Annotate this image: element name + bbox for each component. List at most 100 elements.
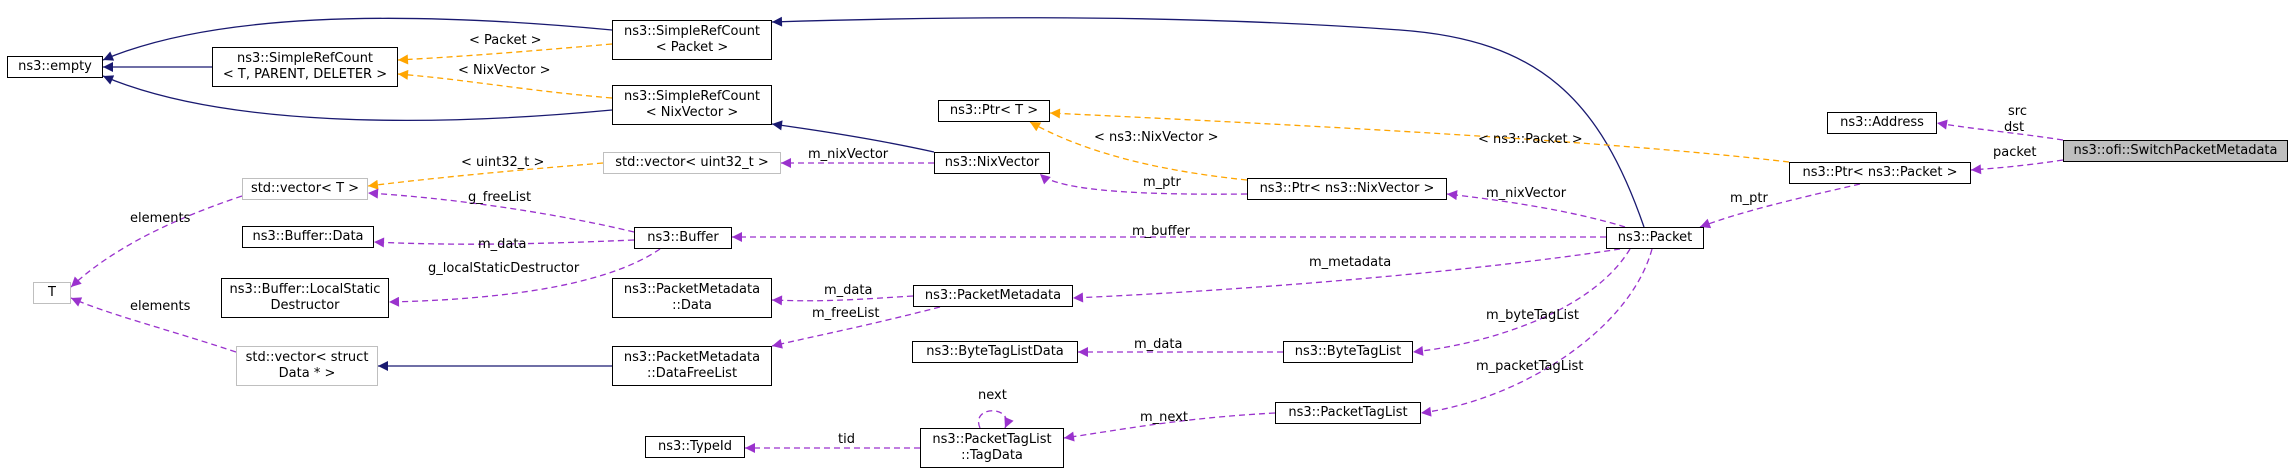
edge-label-e14-0: packet bbox=[1993, 145, 2037, 160]
edge-label-e18-0: g_freeList bbox=[468, 190, 532, 205]
edge-srcPacket-to-empty bbox=[102, 17, 613, 61]
class-node-ptrNix[interactable]: ns3::Ptr< ns3::NixVector > bbox=[1247, 178, 1447, 200]
class-node-label: ns3::Ptr< T > bbox=[949, 103, 1039, 118]
edge-ptrNix-to-nixVector bbox=[1039, 173, 1248, 195]
class-node-srcNixVector[interactable]: ns3::SimpleRefCount< NixVector > bbox=[612, 85, 772, 125]
class-node-nixVector[interactable]: ns3::NixVector bbox=[934, 152, 1050, 174]
edge-label-e29-0: m_packetTagList bbox=[1476, 359, 1584, 374]
edge-label-e10-0: < uint32_t > bbox=[461, 155, 545, 170]
edge-packetMetadata-to-dataFreeList bbox=[771, 306, 941, 349]
class-node-label: ::TagData bbox=[961, 448, 1023, 463]
class-node-label: ns3::SimpleRefCount bbox=[236, 51, 374, 66]
edge-label-e19-0: m_data bbox=[478, 237, 527, 252]
class-node-label: Data * > bbox=[278, 366, 336, 381]
edge-packetMetadata-to-pmData bbox=[771, 295, 914, 306]
class-node-packetTagList[interactable]: ns3::PacketTagList bbox=[1275, 402, 1421, 424]
class-node-label: ns3::NixVector bbox=[944, 155, 1040, 170]
edge-packetTagList-to-tagData bbox=[1063, 412, 1276, 442]
class-node-label: ns3::ofi::SwitchPacketMetadata bbox=[2073, 143, 2278, 158]
class-node-label: ns3::Buffer bbox=[647, 230, 719, 245]
class-node-label: T bbox=[48, 285, 56, 300]
class-node-byteTagListData[interactable]: ns3::ByteTagListData bbox=[912, 341, 1078, 363]
class-node-dataFreeList[interactable]: ns3::PacketMetadata::DataFreeList bbox=[612, 346, 772, 386]
edge-label-e16-0: m_nixVector bbox=[1486, 186, 1567, 201]
edge-label-e12-0: m_ptr bbox=[1143, 175, 1181, 190]
edge-buffer-to-vecT bbox=[367, 188, 635, 233]
edge-ptrPacket-to-ptrT bbox=[1049, 108, 1790, 163]
edge-label-e32-0: next bbox=[978, 388, 1007, 403]
class-node-label: ns3::Ptr< ns3::NixVector > bbox=[1259, 181, 1435, 196]
class-node-label: ns3::Ptr< ns3::Packet > bbox=[1802, 165, 1958, 180]
edge-label-e8-0: < ns3::NixVector > bbox=[1094, 130, 1219, 145]
class-node-label: ns3::Address bbox=[1840, 115, 1924, 130]
class-node-address[interactable]: ns3::Address bbox=[1827, 112, 1937, 134]
edge-switchMeta-to-ptrPacket bbox=[1970, 159, 2064, 175]
class-node-bufferData[interactable]: ns3::Buffer::Data bbox=[242, 226, 374, 248]
class-node-label: < T, PARENT, DELETER > bbox=[222, 67, 388, 82]
class-node-srcPacket[interactable]: ns3::SimpleRefCount< Packet > bbox=[612, 20, 772, 60]
class-node-empty[interactable]: ns3::empty bbox=[7, 56, 103, 78]
class-node-ptrPacket[interactable]: ns3::Ptr< ns3::Packet > bbox=[1789, 162, 1971, 184]
edge-packet-to-packetTagList bbox=[1420, 248, 1653, 417]
class-node-switchMeta: ns3::ofi::SwitchPacketMetadata bbox=[2063, 140, 2288, 162]
class-node-label: Destructor bbox=[270, 298, 340, 313]
class-node-label: < Packet > bbox=[655, 40, 729, 55]
edge-label-e26-0: m_freeList bbox=[812, 306, 880, 321]
class-node-T[interactable]: T bbox=[33, 282, 71, 304]
edge-label-e13-1: dst bbox=[2004, 120, 2025, 135]
class-node-label: ns3::TypeId bbox=[658, 439, 732, 454]
edge-nixVector-to-srcNixVector bbox=[771, 120, 935, 153]
edge-switchMeta-to-address bbox=[1936, 119, 2064, 141]
edge-packet-to-srcPacket bbox=[771, 16, 1645, 228]
edge-vecStruct-to-T bbox=[70, 297, 237, 353]
edge-packet-to-ptrNix bbox=[1446, 190, 1626, 228]
edge-vecUint-to-vecT bbox=[367, 162, 604, 190]
edge-label-e15-0: m_ptr bbox=[1730, 191, 1768, 206]
class-node-label: ns3::Buffer::LocalStatic bbox=[229, 282, 381, 297]
edge-label-e30-0: m_next bbox=[1140, 410, 1188, 425]
class-node-label: ns3::PacketMetadata bbox=[924, 288, 1062, 303]
class-node-label: std::vector< uint32_t > bbox=[615, 155, 769, 170]
class-node-pmData[interactable]: ns3::PacketMetadata::Data bbox=[612, 278, 772, 318]
class-node-packet[interactable]: ns3::Packet bbox=[1606, 227, 1704, 249]
edge-label-e4-0: < Packet > bbox=[469, 33, 542, 48]
class-node-label: ns3::Packet bbox=[1617, 230, 1693, 245]
edge-label-e28-0: m_data bbox=[1134, 337, 1183, 352]
edge-label-e21-0: elements bbox=[130, 211, 191, 226]
edge-ptrPacket-to-packet bbox=[1699, 183, 1861, 229]
class-node-packetMetadata[interactable]: ns3::PacketMetadata bbox=[913, 285, 1073, 307]
class-node-byteTagList[interactable]: ns3::ByteTagList bbox=[1283, 341, 1413, 363]
edge-label-e9-0: < ns3::Packet > bbox=[1478, 132, 1583, 147]
edge-tagData-to-tagData bbox=[977, 410, 1014, 429]
class-node-label: ::Data bbox=[672, 298, 712, 313]
class-node-ptrT[interactable]: ns3::Ptr< T > bbox=[938, 100, 1050, 122]
edge-srcPacket-to-srcTemplate bbox=[397, 43, 613, 65]
edge-label-e31-0: tid bbox=[838, 432, 855, 447]
class-node-tagData[interactable]: ns3::PacketTagList::TagData bbox=[920, 428, 1064, 468]
edge-label-e24-0: m_metadata bbox=[1309, 255, 1392, 270]
class-node-srcTemplate[interactable]: ns3::SimpleRefCount< T, PARENT, DELETER … bbox=[212, 47, 398, 87]
class-node-typeId[interactable]: ns3::TypeId bbox=[645, 436, 745, 458]
edge-buffer-to-bufferData bbox=[373, 237, 635, 248]
class-node-label: < NixVector > bbox=[645, 105, 739, 120]
edge-buffer-to-localStatic bbox=[388, 248, 661, 307]
class-node-vecUint[interactable]: std::vector< uint32_t > bbox=[603, 152, 781, 174]
edge-packet-to-byteTagList bbox=[1412, 248, 1631, 356]
class-node-buffer[interactable]: ns3::Buffer bbox=[634, 227, 732, 249]
edge-srcNixVector-to-empty bbox=[102, 75, 613, 121]
edge-label-e11-0: m_nixVector bbox=[808, 147, 889, 162]
edge-packet-to-packetMetadata bbox=[1072, 248, 1621, 303]
edge-label-e22-0: elements bbox=[130, 299, 191, 314]
edge-label-e17-0: m_buffer bbox=[1132, 224, 1190, 239]
edge-label-e25-0: m_data bbox=[824, 283, 873, 298]
class-node-label: ns3::SimpleRefCount bbox=[623, 89, 761, 104]
class-node-label: ns3::PacketTagList bbox=[932, 432, 1052, 447]
class-node-label: ns3::PacketTagList bbox=[1288, 405, 1408, 420]
edge-label-e5-0: < NixVector > bbox=[458, 63, 551, 78]
edge-label-e13-0: src bbox=[2008, 104, 2027, 119]
edge-vecT-to-T bbox=[70, 195, 243, 288]
class-node-label: ::DataFreeList bbox=[646, 366, 738, 381]
class-node-vecT[interactable]: std::vector< T > bbox=[242, 178, 368, 200]
